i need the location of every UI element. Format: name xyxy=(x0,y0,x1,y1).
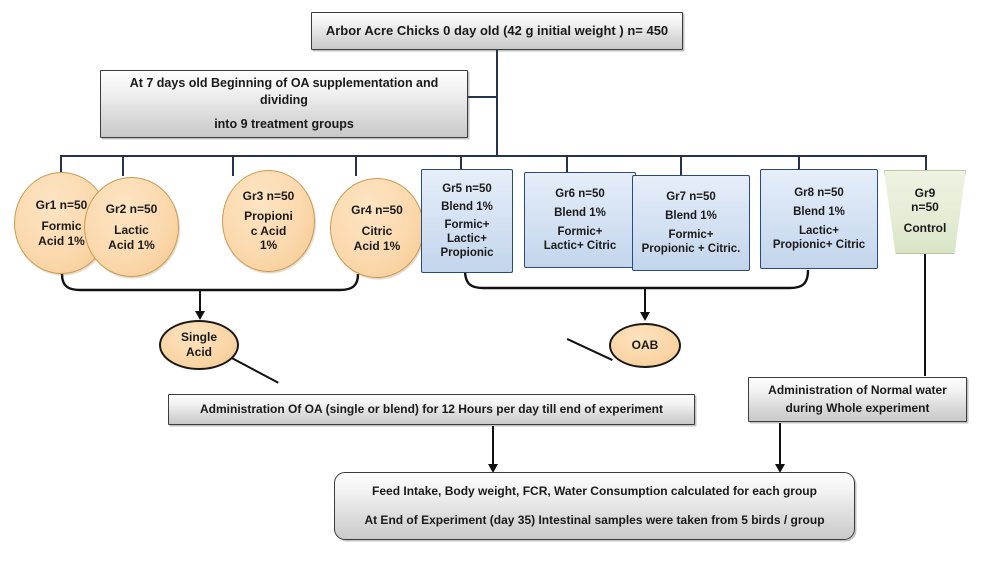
gr9-count: n=50 xyxy=(911,200,939,215)
connector-water-to-outcome xyxy=(779,423,782,466)
gr5-dose: Blend 1% xyxy=(441,200,493,213)
node-group-gr2: Gr2 n=50 Lactic Acid 1% xyxy=(84,177,179,277)
node-pool-single-acid: Single Acid xyxy=(159,320,239,370)
node-group-gr9-control: Gr9 n=50 Control xyxy=(884,170,966,254)
gr9-header: Gr9 xyxy=(914,185,936,200)
connector-fanout-bus xyxy=(60,155,926,157)
pool-single-line2: Acid xyxy=(185,345,212,359)
gr4-line2: Acid 1% xyxy=(353,238,401,253)
connector-stage2-stub xyxy=(467,96,498,98)
gr6-line2: Lactic+ Citric xyxy=(543,240,617,253)
connector-singleacid-down xyxy=(199,289,202,313)
connector-drop-gr6 xyxy=(566,155,568,172)
connector-drop-gr2 xyxy=(122,155,124,176)
gr2-line2: Acid 1% xyxy=(108,237,155,252)
gr3-line3: 1% xyxy=(259,238,278,253)
arrow-to-oab xyxy=(640,312,650,321)
gr8-header: Gr8 n=50 xyxy=(794,186,844,199)
administration-water-line1: Administration of Normal water xyxy=(768,383,947,398)
arrow-oa-to-outcome xyxy=(488,464,498,473)
connector-drop-gr8 xyxy=(798,155,800,169)
connector-title-to-stage2 xyxy=(496,50,498,97)
gr1-line1: Formic xyxy=(41,219,82,234)
gr1-line2: Acid 1% xyxy=(38,233,85,248)
node-administration-oa: Administration Of OA (single or blend) f… xyxy=(168,394,695,425)
node-group-gr7: Gr7 n=50 Blend 1% Formic+ Propionic + Ci… xyxy=(632,175,750,271)
gr1-header: Gr1 n=50 xyxy=(35,197,88,212)
gr7-header: Gr7 n=50 xyxy=(666,190,716,203)
pool-single-line1: Single xyxy=(180,330,217,345)
node-study-population: Arbor Acre Chicks 0 day old (42 g initia… xyxy=(311,12,683,50)
connector-drop-gr7 xyxy=(680,155,682,175)
connector-gr9-to-water xyxy=(924,254,927,376)
connector-drop-gr9 xyxy=(925,155,927,170)
connector-drop-gr3 xyxy=(232,155,234,176)
connector-single-to-oa xyxy=(231,357,279,384)
gr8-dose: Blend 1% xyxy=(793,205,845,218)
node-group-gr3: Gr3 n=50 Propioni c Acid 1% xyxy=(222,170,315,272)
gr4-line1: Citric xyxy=(361,224,393,239)
gr6-line1: Formic+ xyxy=(557,226,603,238)
connector-oa-to-outcome xyxy=(492,426,495,466)
gr5-line3: Propionic xyxy=(440,247,494,260)
study-population-label: Arbor Acre Chicks 0 day old (42 g initia… xyxy=(325,23,669,39)
gr5-header: Gr5 n=50 xyxy=(442,182,492,195)
node-group-gr6: Gr6 n=50 Blend 1% Formic+ Lactic+ Citric xyxy=(524,172,636,268)
gr2-line1: Lactic xyxy=(114,223,149,238)
gr6-dose: Blend 1% xyxy=(554,206,606,219)
node-administration-water: Administration of Normal water during Wh… xyxy=(748,377,967,422)
node-group-gr4: Gr4 n=50 Citric Acid 1% xyxy=(330,178,424,278)
gr7-line1: Formic+ xyxy=(668,229,714,241)
gr7-line2: Propionic + Citric. xyxy=(641,243,741,256)
gr2-header: Gr2 n=50 xyxy=(105,201,158,216)
supplementation-line1: At 7 days old Beginning of OA supplement… xyxy=(129,76,439,91)
gr3-header: Gr3 n=50 xyxy=(242,189,295,204)
gr6-header: Gr6 n=50 xyxy=(555,187,605,200)
gr9-label: Control xyxy=(903,220,947,235)
node-outcome-measures: Feed Intake, Body weight, FCR, Water Con… xyxy=(334,472,855,540)
connector-drop-gr4 xyxy=(355,155,357,176)
administration-water-line2: during Whole experiment xyxy=(785,401,930,415)
brace-blend xyxy=(463,269,810,290)
gr4-header: Gr4 n=50 xyxy=(351,202,403,217)
outcome-line2: At End of Experiment (day 35) Intestinal… xyxy=(364,513,825,527)
pool-oab-label: OAB xyxy=(631,338,659,353)
arrow-water-to-outcome xyxy=(775,464,785,473)
connector-drop-gr1 xyxy=(60,155,62,176)
node-group-gr8: Gr8 n=50 Blend 1% Lactic+ Propionic+ Cit… xyxy=(760,169,878,269)
gr8-line1: Lactic+ xyxy=(799,225,839,237)
brace-single-acid xyxy=(60,273,360,292)
connector-drop-gr5 xyxy=(460,155,462,169)
gr5-line2: Lactic+ xyxy=(447,233,487,245)
connector-oab-to-oa xyxy=(566,338,613,361)
connector-stage2-to-fanout xyxy=(496,96,498,156)
gr5-line1: Formic+ xyxy=(444,218,490,231)
gr3-line1: Propioni xyxy=(244,208,293,223)
outcome-line1: Feed Intake, Body weight, FCR, Water Con… xyxy=(372,484,817,499)
node-group-gr5: Gr5 n=50 Blend 1% Formic+ Lactic+ Propio… xyxy=(421,169,513,273)
gr8-line2: Propionic+ Citric xyxy=(772,239,866,252)
gr7-dose: Blend 1% xyxy=(665,209,717,222)
supplementation-line2: dividing xyxy=(260,93,308,108)
arrow-to-single-acid xyxy=(195,311,205,320)
administration-oa-label: Administration Of OA (single or blend) f… xyxy=(200,402,663,417)
node-pool-oab: OAB xyxy=(609,323,681,368)
node-supplementation-start: At 7 days old Beginning of OA supplement… xyxy=(100,70,468,138)
gr3-line2: c Acid xyxy=(250,223,287,238)
connector-oab-down xyxy=(644,288,647,314)
supplementation-line3: into 9 treatment groups xyxy=(214,116,354,131)
